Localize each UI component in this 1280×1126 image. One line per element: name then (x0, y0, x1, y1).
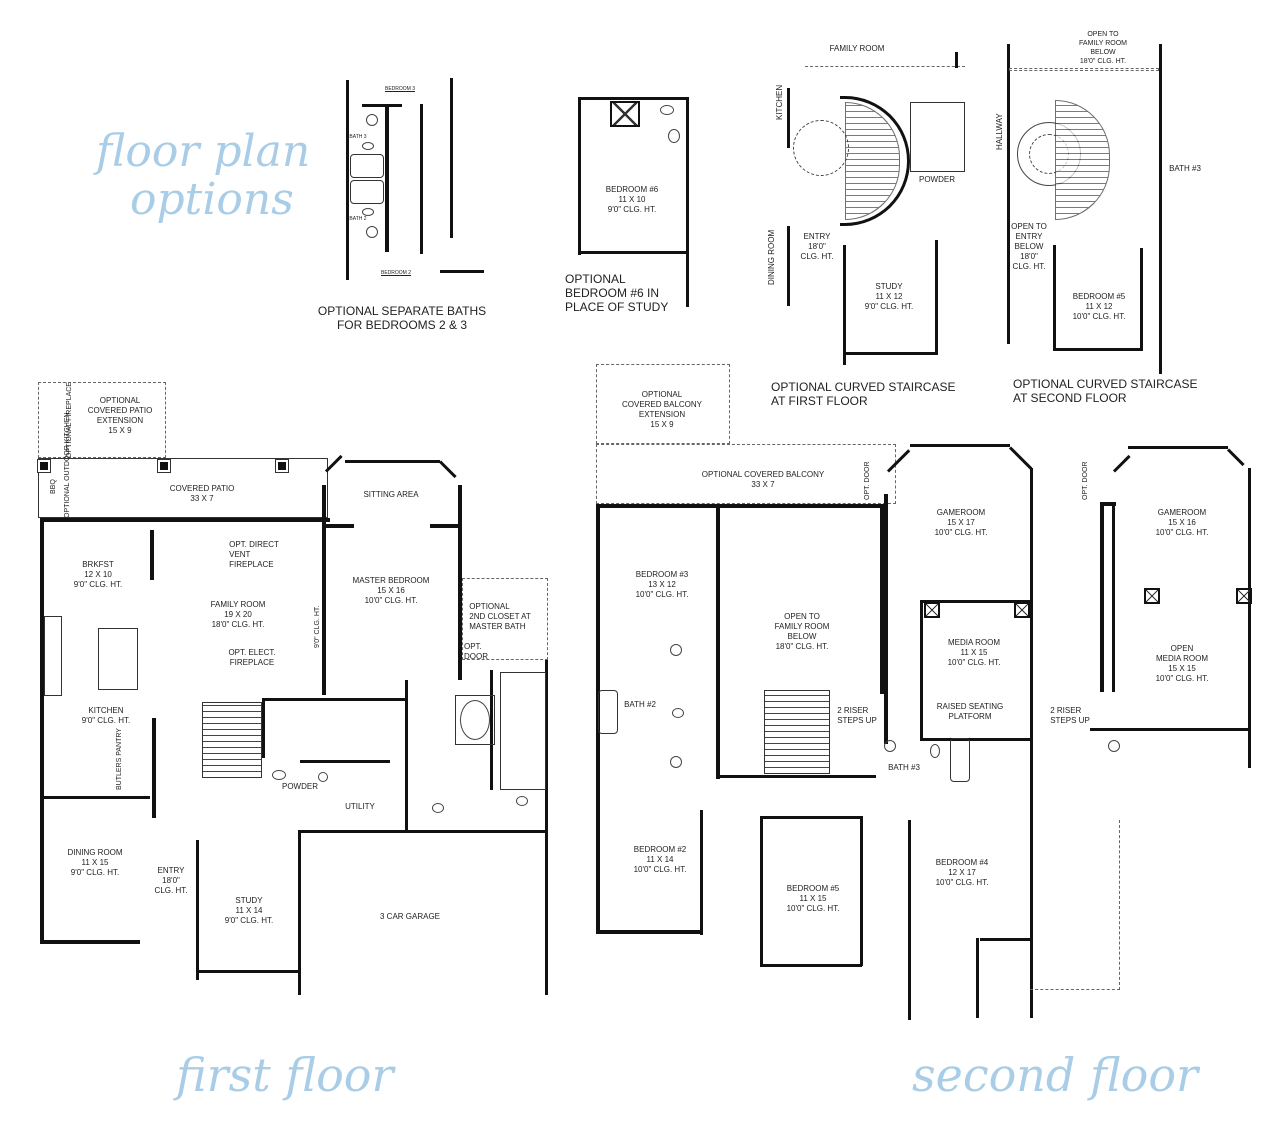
label-riser-steps-alt: 2 RISER STEPS UP (1050, 706, 1090, 725)
option-bedroom-6: BEDROOM #6 11 X 10 9'0" CLG. HT. (540, 95, 700, 310)
label-gameroom: GAMEROOM 15 X 17 10'0" CLG. HT. (934, 508, 988, 537)
label-bedroom-5: BEDROOM #5 11 X 15 10'0" CLG. HT. (786, 884, 840, 913)
label-gameroom-alt: GAMEROOM 15 X 16 10'0" CLG. HT. (1155, 508, 1209, 537)
label-study: STUDY 11 X 14 9'0" CLG. HT. (224, 896, 274, 925)
caption-separate-baths: OPTIONAL SEPARATE BATHS FOR BEDROOMS 2 &… (317, 304, 487, 332)
label-bath-3: BATH #3 (1169, 164, 1201, 173)
label-powder: POWDER (282, 782, 318, 791)
label-riser-steps: 2 RISER STEPS UP (837, 706, 877, 725)
label-elect-fireplace: OPT. ELECT. FIREPLACE (228, 648, 276, 667)
label-dining-room: DINING ROOM 11 X 15 9'0" CLG. HT. (67, 848, 123, 877)
first-floor-title: first floor (176, 1048, 394, 1102)
label-media-room: MEDIA ROOM 11 X 15 10'0" CLG. HT. (947, 638, 1001, 667)
label-balcony-extension: OPTIONAL COVERED BALCONY EXTENSION 15 X … (621, 390, 703, 429)
label-bedroom-3: BEDROOM #3 13 X 12 10'0" CLG. HT. (635, 570, 689, 599)
option-open-media-room: OPT. DOOR GAMEROOM 15 X 16 10'0" CLG. HT… (1050, 440, 1260, 770)
label-kitchen: KITCHEN 9'0" CLG. HT. (81, 706, 131, 725)
label-family-room: FAMILY ROOM (829, 44, 885, 53)
label-bedroom-5: BEDROOM #5 11 X 12 10'0" CLG. HT. (1072, 292, 1126, 321)
label-opt-door: OPT. DOOR (1082, 461, 1089, 500)
label-bedroom-2: BEDROOM #2 11 X 14 10'0" CLG. HT. (633, 845, 687, 874)
label-bath-3: BATH #3 (888, 763, 920, 772)
label-bath-2: BATH #2 (624, 700, 656, 709)
label-covered-patio: COVERED PATIO 33 X 7 (169, 484, 235, 503)
label-open-media-room: OPEN MEDIA ROOM 15 X 15 10'0" CLG. HT. (1155, 644, 1209, 683)
label-covered-balcony: OPTIONAL COVERED BALCONY 33 X 7 (701, 470, 825, 489)
label-entry: ENTRY 18'0" CLG. HT. (800, 232, 834, 261)
label-family-room: FAMILY ROOM 19 X 20 18'0" CLG. HT. (210, 600, 266, 629)
label-entry: ENTRY 18'0" CLG. HT. (154, 866, 188, 895)
label-bedroom-6: BEDROOM #6 11 X 10 9'0" CLG. HT. (605, 185, 659, 214)
label-raised-seating: RAISED SEATING PLATFORM (936, 702, 1004, 721)
caption-curved-second: OPTIONAL CURVED STAIRCASE AT SECOND FLOO… (1013, 377, 1198, 405)
option-curved-staircase-second: OPEN TO FAMILY ROOM BELOW 18'0" CLG. HT.… (995, 30, 1205, 374)
options-title-line2: options (130, 174, 294, 225)
label-bath-2: BATH 2 (349, 216, 367, 222)
first-floor-plan: OPTIONAL COVERED PATIO EXTENSION 15 X 9 … (0, 0, 560, 1040)
label-brkfst: BRKFST 12 X 10 9'0" CLG. HT. (73, 560, 123, 589)
label-open-family: OPEN TO FAMILY ROOM BELOW 18'0" CLG. HT. (1079, 31, 1127, 65)
label-direct-vent-fireplace: OPT. DIRECT VENT FIREPLACE (229, 540, 279, 569)
label-patio-extension: OPTIONAL COVERED PATIO EXTENSION 15 X 9 (87, 396, 153, 435)
options-title-line1: floor plan (96, 126, 311, 177)
caption-curved-first: OPTIONAL CURVED STAIRCASE AT FIRST FLOOR (771, 380, 956, 408)
label-garage: 3 CAR GARAGE (379, 912, 441, 921)
label-powder: POWDER (919, 175, 955, 184)
second-floor-title: second floor (912, 1048, 1199, 1102)
caption-bedroom-6: OPTIONAL BEDROOM #6 IN PLACE OF STUDY (565, 272, 669, 314)
label-utility: UTILITY (345, 802, 375, 811)
label-bedroom-4: BEDROOM #4 12 X 17 10'0" CLG. HT. (935, 858, 989, 887)
label-open-family-below: OPEN TO FAMILY ROOM BELOW 18'0" CLG. HT. (774, 612, 830, 651)
label-bedroom-3: BEDROOM 3 (384, 86, 416, 92)
label-sitting-area: SITTING AREA (363, 490, 419, 499)
second-floor-plan: OPTIONAL COVERED BALCONY EXTENSION 15 X … (596, 364, 1120, 1020)
label-second-closet: OPTIONAL 2ND CLOSET AT MASTER BATH (469, 602, 531, 631)
label-bath-3: BATH 3 (349, 134, 367, 140)
label-opt-door: OPT. DOOR (464, 642, 488, 661)
label-opt-door: OPT. DOOR (864, 461, 871, 500)
option-curved-staircase-first: KITCHEN DINING ROOM FAMILY ROOM POWDER E… (765, 40, 980, 370)
label-open-entry: OPEN TO ENTRY BELOW 18'0" CLG. HT. (1011, 222, 1047, 271)
label-bedroom-2: BEDROOM 2 (380, 270, 412, 276)
label-study: STUDY 11 X 12 9'0" CLG. HT. (864, 282, 914, 311)
option-separate-baths: BEDROOM 3 BEDROOM 2 BATH 3 BATH 2 (340, 78, 490, 288)
label-master-bedroom: MASTER BEDROOM 15 X 16 10'0" CLG. HT. (352, 576, 430, 605)
